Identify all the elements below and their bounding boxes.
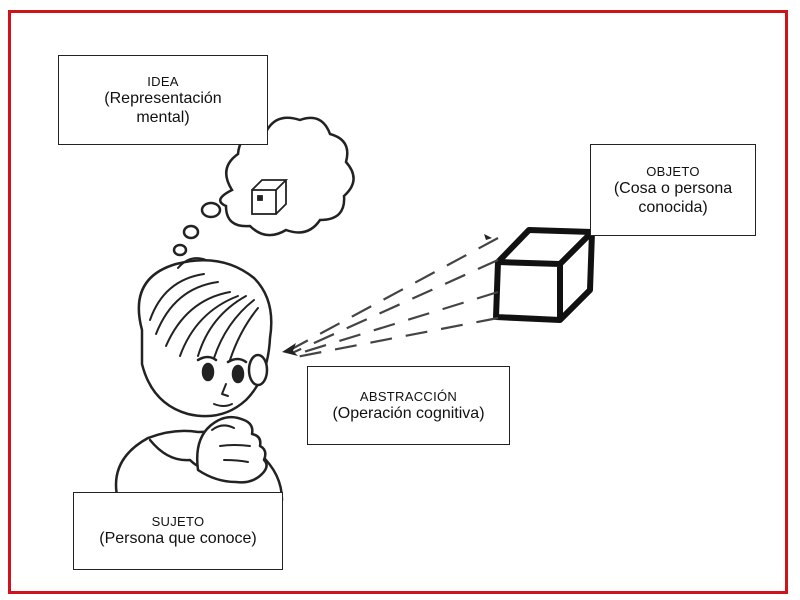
objeto-title: OBJETO bbox=[646, 163, 700, 179]
objeto-subtitle-line1: (Cosa o persona bbox=[613, 179, 733, 197]
abstraction-arrows bbox=[289, 237, 499, 359]
idea-subtitle-line1: (Representación bbox=[104, 89, 222, 107]
idea-subtitle-line2: mental) bbox=[136, 108, 190, 126]
object-cube bbox=[493, 227, 595, 323]
idea-title: IDEA bbox=[147, 73, 179, 89]
objeto-label-box: OBJETO (Cosa o persona conocida) bbox=[590, 144, 756, 236]
abstraccion-subtitle: (Operación cognitiva) bbox=[332, 404, 485, 422]
idea-label-box: IDEA (Representación mental) bbox=[58, 55, 268, 145]
thinking-person bbox=[114, 257, 284, 502]
idea-cube bbox=[251, 179, 289, 215]
sujeto-title: SUJETO bbox=[151, 514, 205, 529]
objeto-subtitle-line2: conocida) bbox=[638, 198, 708, 216]
abstraccion-label-box: ABSTRACCIÓN (Operación cognitiva) bbox=[307, 366, 510, 445]
sujeto-subtitle: (Persona que conoce) bbox=[99, 530, 257, 547]
arrow-head-icon bbox=[282, 343, 298, 356]
arrow-tail-icon bbox=[484, 234, 492, 240]
sujeto-label-box: SUJETO (Persona que conoce) bbox=[73, 492, 283, 570]
abstraccion-title: ABSTRACCIÓN bbox=[359, 388, 458, 404]
